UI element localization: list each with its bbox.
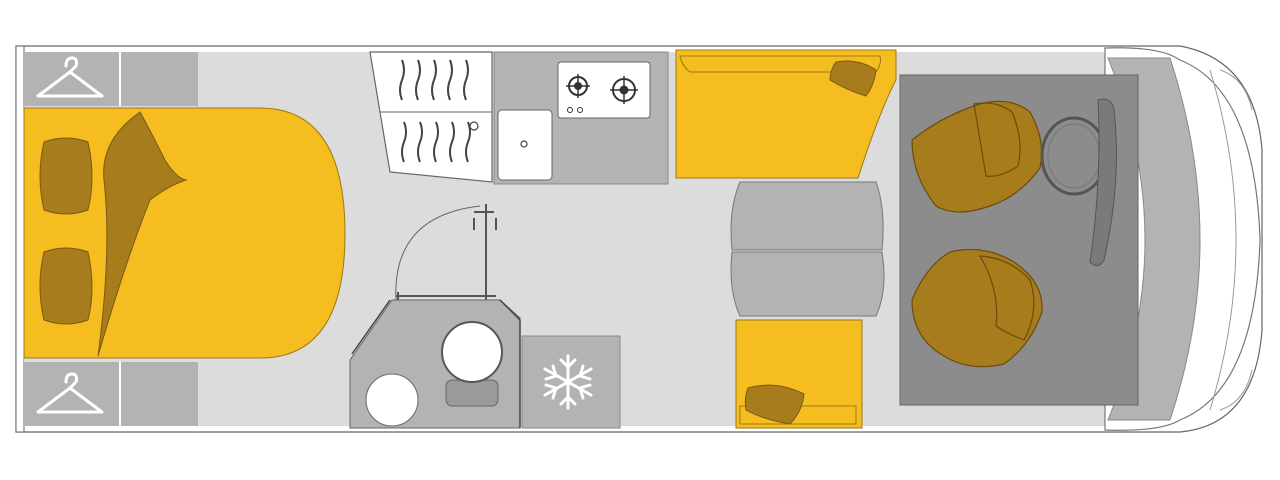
shelf-wave-group [399, 59, 471, 163]
sink-icon [497, 109, 553, 181]
bathroom-wall [351, 299, 521, 428]
bed-sheet-fold [97, 111, 188, 357]
snowflake-icon [543, 354, 593, 410]
windshield-line [1209, 69, 1237, 411]
pillow-icon [39, 137, 93, 215]
washbasin-icon [365, 373, 419, 427]
wardrobe-top [24, 52, 198, 106]
dashboard-console [1089, 98, 1117, 266]
passenger-seat [911, 248, 1043, 368]
pillow-icon [39, 247, 93, 325]
bathroom-door-swing [395, 205, 481, 301]
drawer-unit [369, 51, 493, 183]
headlight-bottom [1219, 369, 1253, 411]
dinette-table [730, 181, 885, 317]
bench-rear-backrest [739, 405, 857, 425]
gas-burner-icon [557, 61, 651, 119]
hanger-icon [36, 372, 104, 414]
cushion-icon [744, 384, 805, 425]
toilet-icon [441, 321, 503, 407]
drawer-knob [469, 121, 479, 131]
headlight-top [1219, 69, 1253, 111]
cab-dashboard [1107, 57, 1201, 421]
driver-seat [911, 100, 1043, 213]
hanger-icon [36, 56, 104, 98]
rear-wall [15, 45, 25, 433]
cushion-icon [829, 60, 877, 97]
wardrobe-bottom [24, 362, 198, 426]
